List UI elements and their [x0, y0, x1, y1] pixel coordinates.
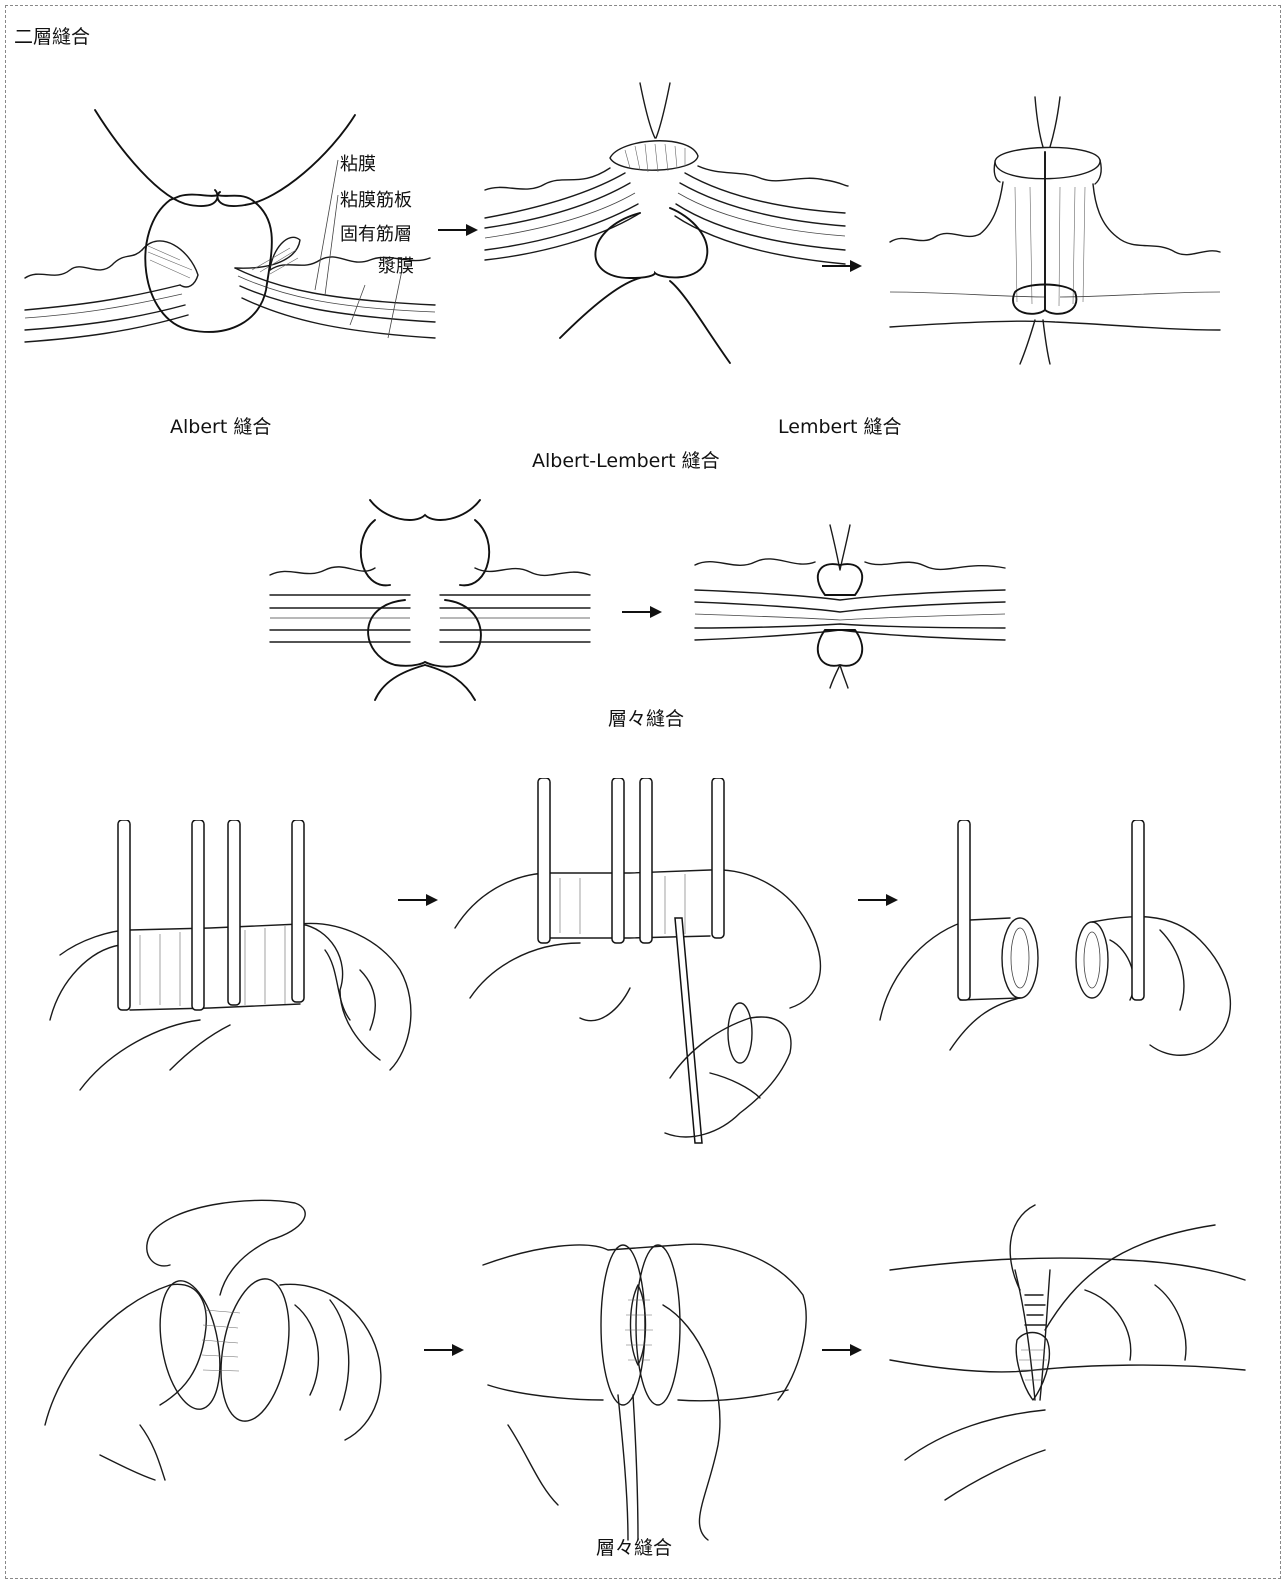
arrow-icon	[822, 1342, 862, 1358]
layer-label-muscularis-propria: 固有筋層	[340, 220, 412, 246]
caption-layer-suture-bottom: 層々縫合	[596, 1533, 672, 1560]
caption-layer-suture: 層々縫合	[608, 704, 684, 731]
page-title: 二層縫合	[14, 22, 90, 49]
divided-bowel-diagram	[870, 820, 1250, 1090]
layer-suture-open-diagram	[265, 490, 595, 710]
anastomosis-posterior-diagram	[478, 1225, 818, 1545]
anastomosis-start-diagram	[40, 1195, 400, 1485]
albert-closed-diagram	[480, 78, 850, 378]
layer-label-serosa: 漿膜	[378, 252, 414, 278]
caption-albert: Albert 縫合	[170, 412, 271, 439]
caption-lembert: Lembert 縫合	[778, 412, 902, 439]
clamped-bowel-diagram	[40, 820, 430, 1110]
anastomosis-completed-diagram	[885, 1200, 1255, 1520]
arrow-icon	[822, 258, 862, 274]
layer-label-mucosa: 粘膜	[340, 150, 376, 176]
arrow-icon	[398, 892, 438, 908]
caption-albert-lembert: Albert-Lembert 縫合	[532, 446, 720, 473]
arrow-icon	[424, 1342, 464, 1358]
layer-label-muscularis-mucosae: 粘膜筋板	[340, 186, 412, 212]
arrow-icon	[622, 604, 662, 620]
lembert-suture-diagram	[885, 92, 1225, 372]
arrow-icon	[438, 222, 478, 238]
cutting-bowel-diagram	[450, 778, 840, 1148]
layer-suture-closed-diagram	[690, 520, 1010, 690]
